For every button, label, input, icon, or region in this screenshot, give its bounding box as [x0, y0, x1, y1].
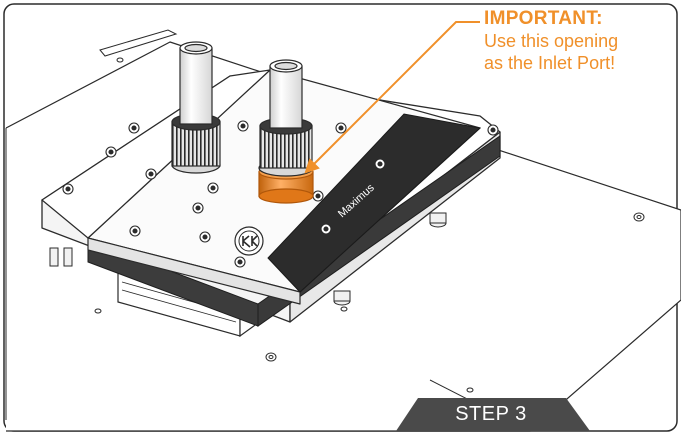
callout-heading: IMPORTANT:: [484, 8, 603, 29]
plate-holes: [94, 57, 645, 393]
callout-arrow: [304, 21, 480, 174]
screws: [62, 120, 499, 268]
callout-line-1: Use this opening: [484, 31, 619, 51]
brand-strip: [267, 113, 482, 293]
important-callout: IMPORTANT: Use this opening as the Inlet…: [484, 8, 674, 74]
standoffs: [49, 212, 447, 306]
step-label: STEP 3: [455, 403, 527, 425]
step-banner: [396, 398, 590, 431]
outlet-fitting: [171, 41, 221, 174]
inlet-fitting: [258, 59, 314, 204]
ek-logo-icon: [234, 226, 264, 256]
callout-line-2: as the Inlet Port!: [484, 53, 616, 73]
